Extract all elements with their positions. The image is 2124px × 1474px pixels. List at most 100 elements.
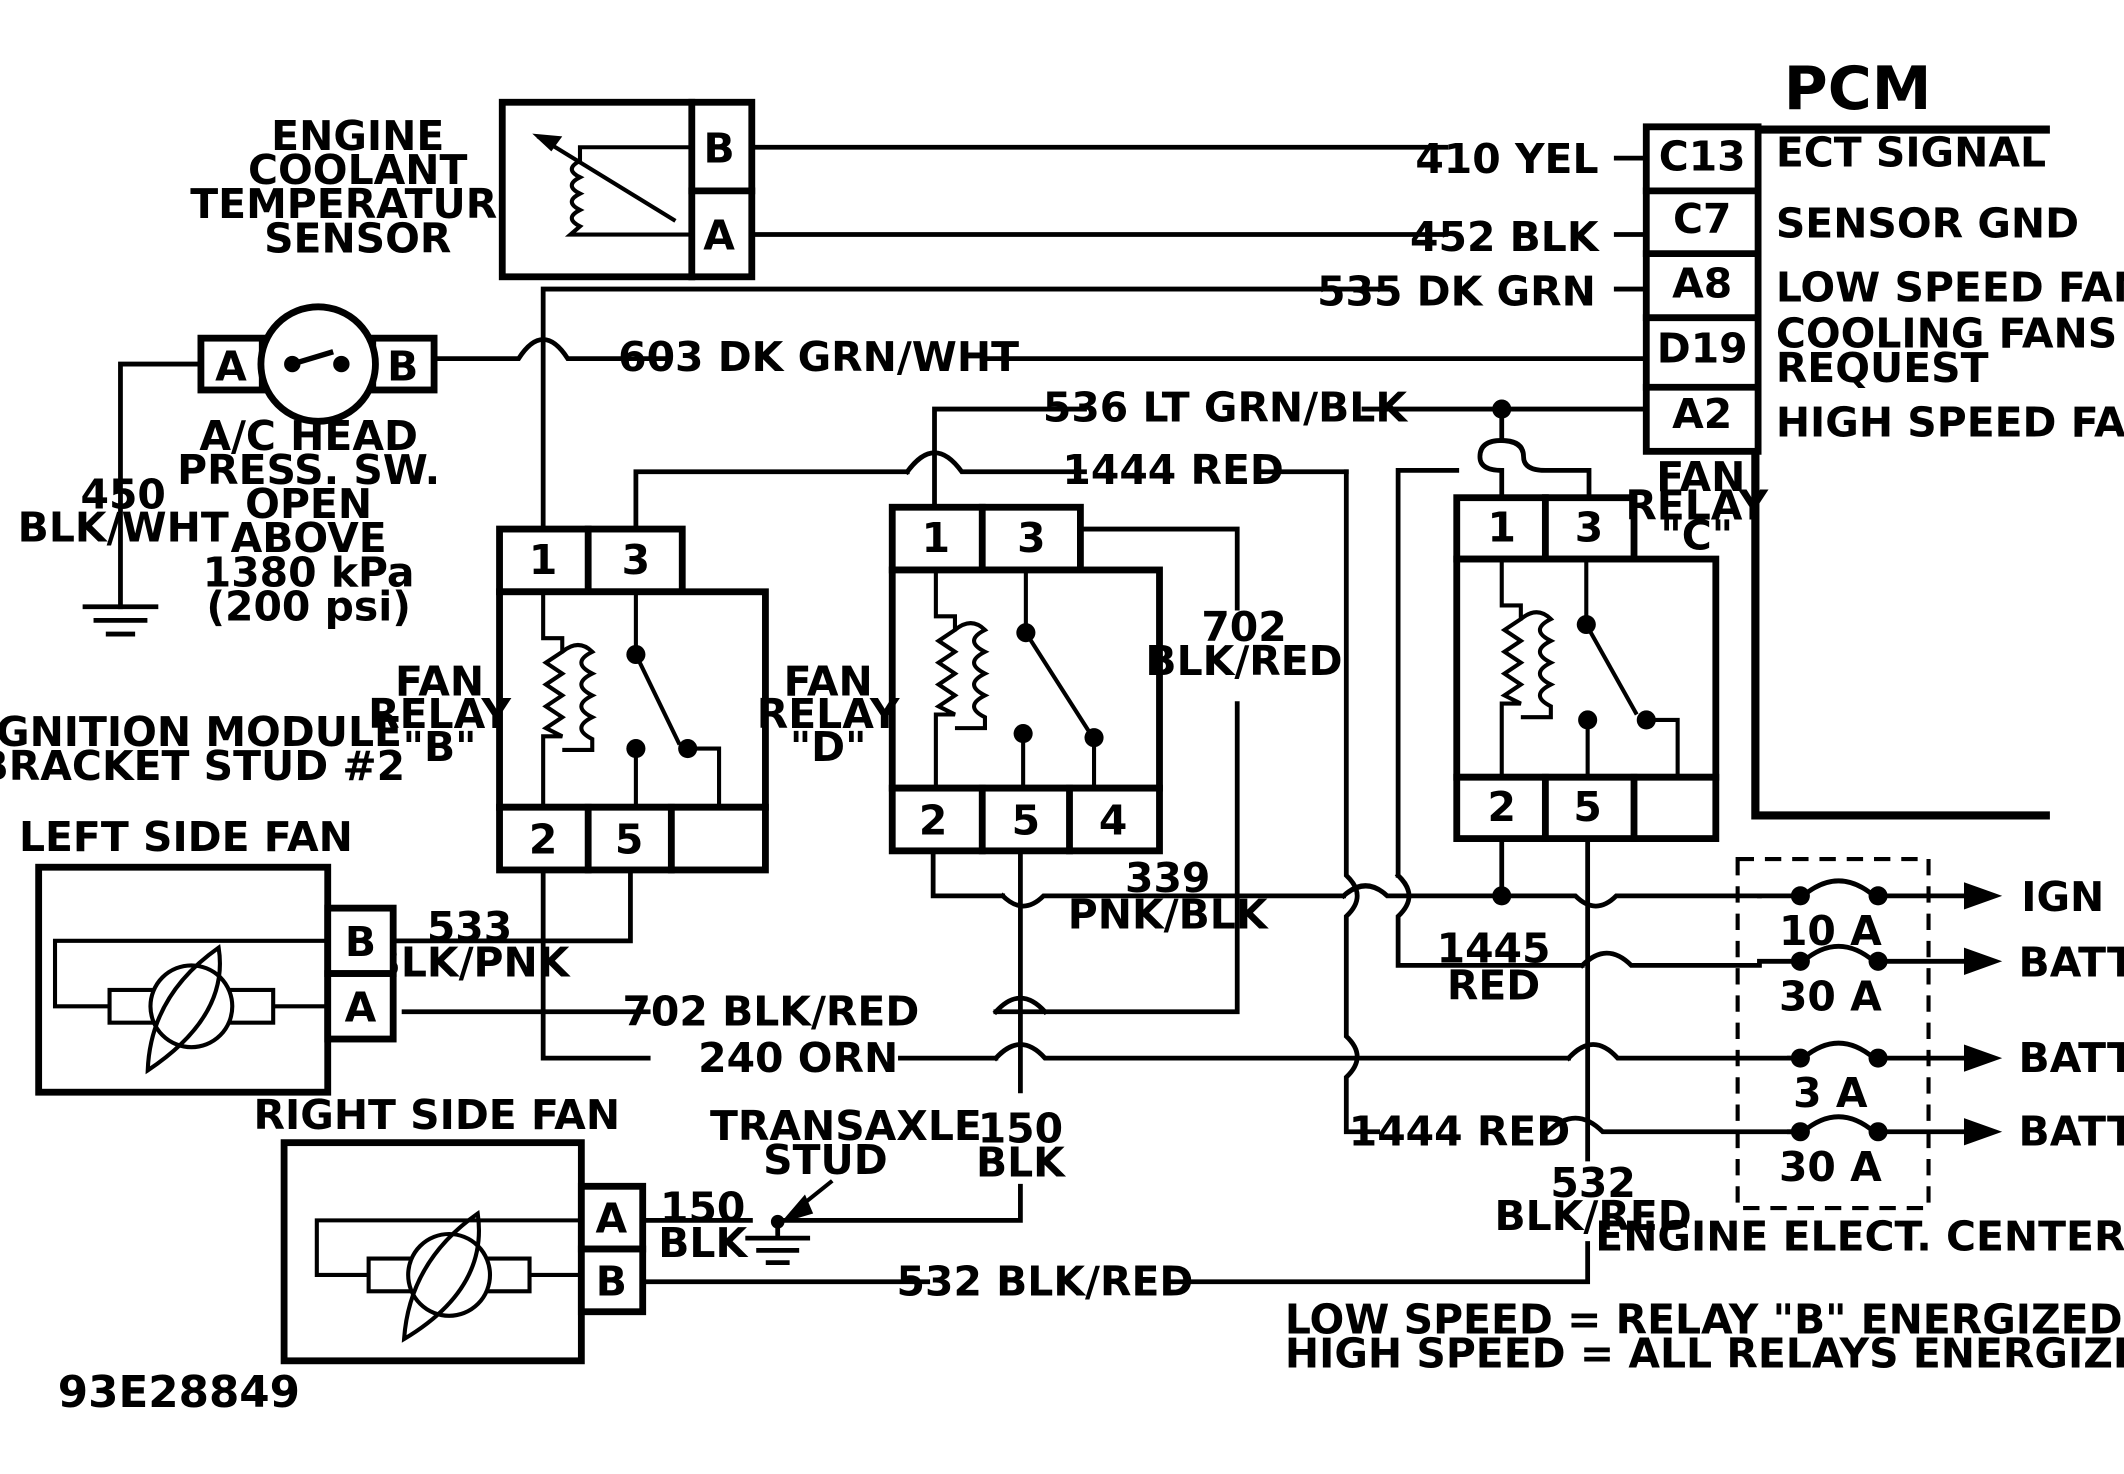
engine-electrical-center: 10 A 30 A 3 A 30 A IGN BATT BATT BATT EN… (1595, 856, 2124, 1260)
wire-150-mid-number: 150 (978, 1105, 1063, 1153)
left-fan-label: LEFT SIDE FAN (19, 813, 353, 861)
relay-d-terminal-3: 3 (1017, 514, 1045, 562)
right-fan-pin-b: B (596, 1257, 627, 1305)
wire-450-color: BLK/WHT (18, 503, 229, 551)
wire-339-color: PNK/BLK (1068, 891, 1269, 939)
ac-switch-label-line2: PRESS. SW. (177, 446, 440, 494)
fan-relay-c: 1 3 2 5 FAN RELAY "C" (1453, 406, 1770, 842)
wire-532-color: BLK/RED (1494, 1192, 1691, 1240)
left-side-fan: LEFT SIDE FAN B A (19, 813, 397, 1096)
relay-d-label-line2: RELAY (757, 690, 901, 738)
pcm-function-sensor-gnd: SENSOR GND (1776, 199, 2079, 247)
output-ign: IGN (2021, 873, 2104, 921)
right-fan-label: RIGHT SIDE FAN (254, 1091, 621, 1139)
output-batt-1: BATT (2019, 938, 2124, 986)
wire-536-label: 536 LT GRN/BLK (1043, 383, 1408, 431)
pcm-function-high-speed-fans: HIGH SPEED FANS (1776, 398, 2124, 446)
wire-240-label: 240 ORN (698, 1034, 898, 1082)
ect-label-line2: COOLANT (248, 146, 467, 194)
fan-relay-d: 1 3 2 5 4 FAN RELAY "D" (757, 503, 1163, 855)
relay-b-terminal-1: 1 (529, 536, 557, 584)
fan-relay-b: 1 3 2 5 FAN RELAY "B" (368, 525, 769, 874)
ect-sensor: ENGINE COOLANT TEMPERATURE SENSOR B A (190, 98, 756, 281)
output-batt-2: BATT (2019, 1034, 2124, 1082)
wire-410-label: 410 YEL (1415, 135, 1598, 183)
relay-d-terminal-2: 2 (919, 796, 947, 844)
ect-pin-b: B (703, 124, 734, 172)
ac-switch-label-line6: (200 psi) (206, 582, 411, 630)
transaxle-line1: TRANSAXLE (710, 1102, 982, 1150)
pcm-pin-d19: D19 (1657, 325, 1748, 373)
wire-603-label: 603 DK GRN/WHT (618, 333, 1019, 381)
ac-pressure-switch: A B A/C HEAD PRESS. SW. OPEN ABOVE 1380 … (18, 303, 440, 637)
relay-b-label-line2: RELAY (368, 690, 512, 738)
relay-c-label-line3: "C" (1660, 512, 1733, 560)
note-high-speed: HIGH SPEED = ALL RELAYS ENERGIZED (1285, 1330, 2124, 1378)
transaxle-stud: TRANSAXLE STUD (710, 1102, 982, 1266)
wire-1445-color: RED (1447, 961, 1540, 1009)
fuse-3a-rating: 3 A (1793, 1069, 1868, 1117)
wire-452-label: 452 BLK (1410, 213, 1600, 261)
ac-switch-label-line3: OPEN (245, 480, 372, 528)
relay-b-terminal-2: 2 (529, 816, 557, 864)
engine-elect-center-label: ENGINE ELECT. CENTER (1595, 1212, 2124, 1260)
relay-d-terminal-4: 4 (1099, 796, 1127, 844)
fuse-10a-rating: 10 A (1779, 907, 1882, 955)
wire-1444-low-label: 1444 RED (1349, 1107, 1570, 1155)
ac-switch-label-line5: 1380 kPa (203, 548, 415, 596)
relay-c-label-line1: FAN (1656, 453, 1745, 501)
relay-interconnect-wires: 1444 RED 1444 RED 1445 RED 702 BLK/RED 7… (370, 446, 1792, 1305)
fuse-30a-rating-2: 30 A (1779, 1143, 1882, 1191)
relay-b-terminal-3: 3 (622, 536, 650, 584)
right-side-fan: RIGHT SIDE FAN A B (254, 1091, 647, 1365)
transaxle-line2: STUD (763, 1136, 888, 1184)
wire-702-relay-number: 702 (1201, 603, 1286, 651)
pcm-function-ect-signal: ECT SIGNAL (1776, 128, 2046, 176)
left-fan-pin-b: B (345, 918, 376, 966)
pcm-pin-a2: A2 (1672, 390, 1732, 438)
pcm-wires: 410 YEL 452 BLK 535 DK GRN 603 DK GRN/WH… (431, 135, 1649, 537)
wire-532-bottom-label: 532 BLK/RED (897, 1257, 1194, 1305)
wire-150-mid-color: BLK (976, 1139, 1066, 1187)
ac-switch-pin-a: A (215, 342, 247, 390)
left-fan-pin-a: A (345, 983, 377, 1031)
output-batt-3: BATT (2019, 1107, 2124, 1155)
pcm-function-cooling-fans: COOLING FANS (1776, 310, 2117, 358)
figure-id: 93E28849 (58, 1368, 300, 1418)
relay-c-label-line2: RELAY (1625, 482, 1769, 530)
wire-339-number: 339 (1125, 854, 1210, 902)
ac-switch-pin-b: B (387, 342, 418, 390)
fuse-30a-rating-1: 30 A (1779, 972, 1882, 1020)
wire-702-bottom-label: 702 BLK/RED (622, 987, 919, 1035)
ect-label-line3: TEMPERATURE (190, 180, 525, 228)
wire-533-number: 533 (427, 903, 512, 951)
ac-switch-label-line1: A/C HEAD (199, 412, 418, 460)
relay-c-terminal-3: 3 (1575, 503, 1603, 551)
pcm-pin-a8: A8 (1672, 259, 1732, 307)
wire-150-low-color: BLK (658, 1219, 748, 1267)
relay-b-label-line3: "B" (403, 723, 477, 771)
wire-150-low-number: 150 (660, 1184, 745, 1232)
wire-532-number: 532 (1550, 1159, 1635, 1207)
pcm-pin-c7: C7 (1673, 195, 1731, 243)
ignition-module-line2: BRACKET STUD #2 (0, 742, 405, 790)
pcm-pin-c13: C13 (1659, 132, 1746, 180)
ect-pin-a: A (703, 212, 735, 260)
note-low-speed: LOW SPEED = RELAY "B" ENERGIZED (1285, 1296, 2123, 1344)
relay-d-terminal-5: 5 (1012, 796, 1040, 844)
relay-d-terminal-1: 1 (922, 514, 950, 562)
ignition-module-note: IGNITION MODULE BRACKET STUD #2 (0, 708, 405, 790)
relay-d-label-line3: "D" (790, 723, 867, 771)
wire-1445-number: 1445 (1437, 925, 1551, 973)
wire-535-label: 535 DK GRN (1317, 267, 1596, 315)
relay-b-terminal-5: 5 (615, 816, 643, 864)
wire-702-relay-color: BLK/RED (1145, 637, 1342, 685)
ect-label-line1: ENGINE (271, 112, 444, 160)
ac-switch-label-line4: ABOVE (231, 514, 387, 562)
pcm-title: PCM (1784, 54, 1932, 124)
wire-1444-top-label: 1444 RED (1062, 446, 1283, 494)
pcm-function-request: REQUEST (1776, 344, 1989, 392)
relay-c-terminal-5: 5 (1573, 783, 1601, 831)
pcm: PCM C13 C7 A8 D19 A2 ECT SIGNAL SENSOR G… (1642, 54, 2124, 820)
relay-b-label-line1: FAN (395, 657, 484, 705)
